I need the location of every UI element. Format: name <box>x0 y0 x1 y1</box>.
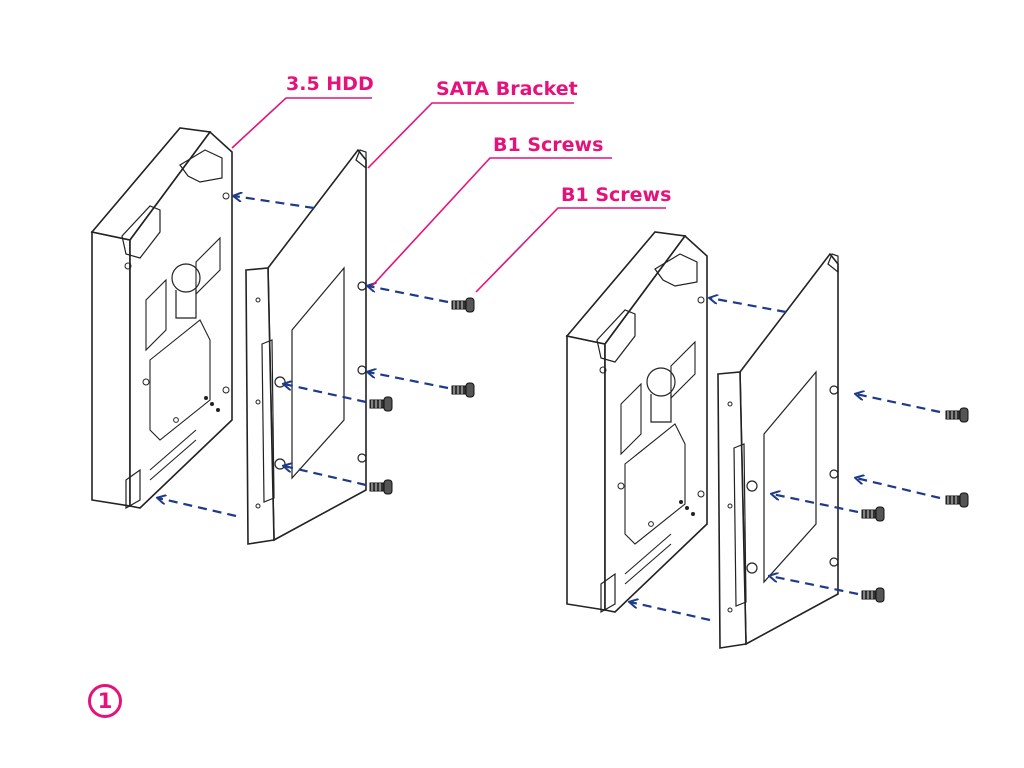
screw <box>451 382 475 398</box>
leader-bracket <box>367 102 574 169</box>
insert-arrow <box>158 498 237 518</box>
arrows-right <box>630 298 941 622</box>
label-3-5-hdd: 3.5 HDD <box>286 73 374 95</box>
hdd-left <box>91 127 233 509</box>
screw <box>451 297 475 313</box>
step-number: 1 <box>97 689 113 713</box>
screw <box>861 587 885 603</box>
insert-arrow <box>234 196 315 210</box>
hdd-right <box>566 231 708 613</box>
insert-arrow <box>856 394 941 414</box>
screw <box>369 396 393 412</box>
arrows-left <box>158 196 449 518</box>
label-b1-screws: B1 Screws <box>493 134 604 156</box>
screws-left <box>369 297 475 495</box>
leader-hdd <box>231 97 372 149</box>
bracket-right <box>717 253 839 649</box>
bracket-left <box>245 149 367 545</box>
screw <box>945 407 969 423</box>
leader-screws-a <box>371 157 612 287</box>
leader-screws-b <box>475 207 666 293</box>
insert-arrow <box>856 478 941 500</box>
callout-leaders <box>231 97 666 293</box>
insert-arrow <box>710 298 787 314</box>
insert-arrow <box>368 286 449 304</box>
label-sata-bracket: SATA Bracket <box>436 78 578 100</box>
step-number-badge: 1 <box>88 684 122 718</box>
insert-arrow <box>368 372 449 390</box>
screw <box>369 479 393 495</box>
insert-arrow <box>630 602 711 622</box>
screws-right <box>861 407 969 603</box>
screw <box>945 492 969 508</box>
label-b1-screws: B1 Screws <box>561 184 672 206</box>
screw <box>861 506 885 522</box>
